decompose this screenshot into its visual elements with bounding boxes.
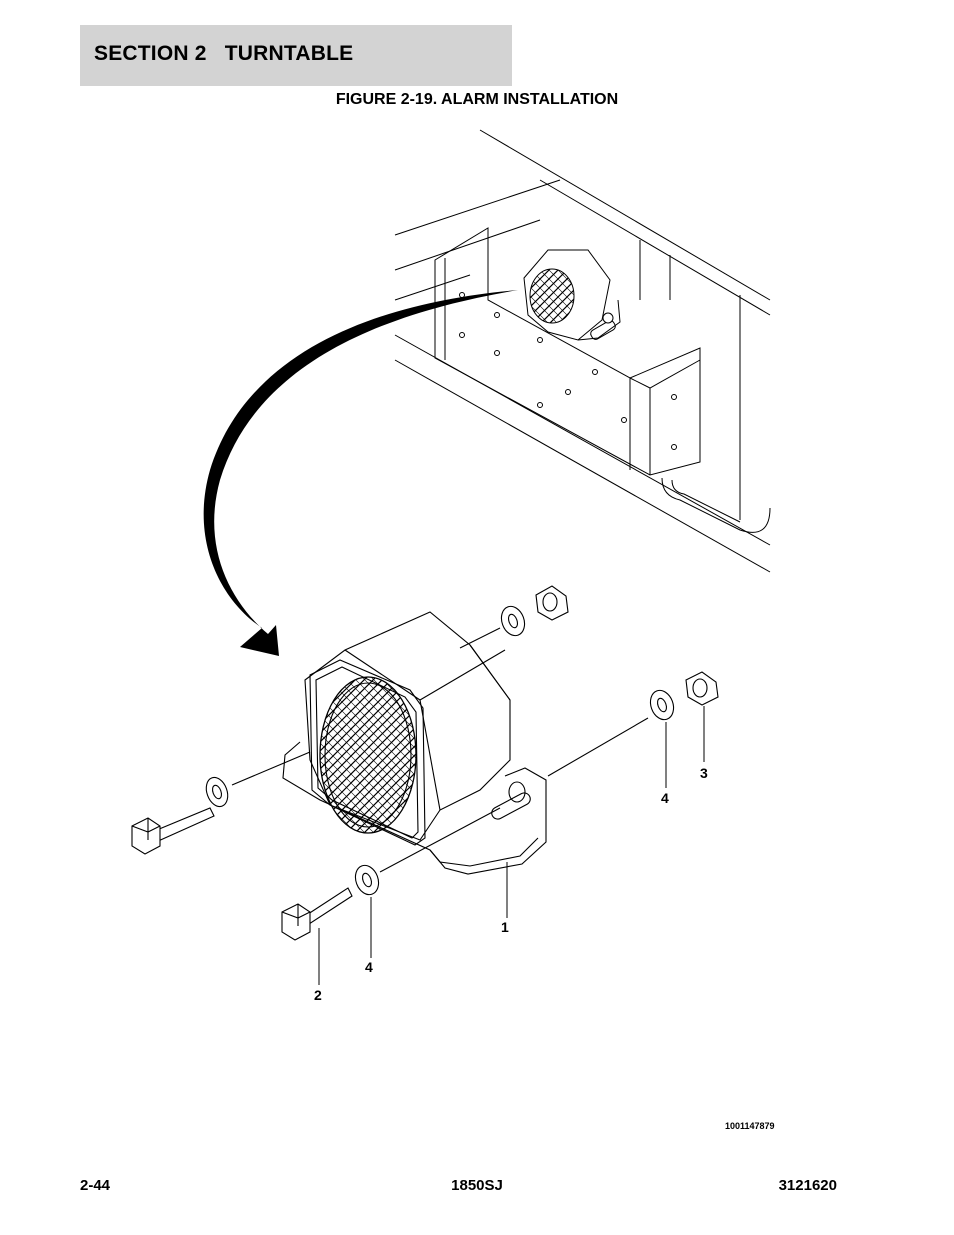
leader-lines bbox=[318, 706, 705, 985]
figure-title: FIGURE 2-19. ALARM INSTALLATION bbox=[335, 91, 619, 108]
callout-4-lower: 4 bbox=[365, 959, 373, 975]
footer-page-number: 2-44 bbox=[80, 1177, 111, 1194]
callout-4-right: 4 bbox=[661, 790, 669, 806]
frame-view bbox=[394, 129, 771, 573]
footer-manual-number: 3121620 bbox=[778, 1177, 837, 1194]
curved-arrow bbox=[203, 290, 518, 656]
footer-model: 1850SJ bbox=[451, 1177, 503, 1194]
section-title: SECTION 2 TURNTABLE bbox=[94, 42, 354, 65]
alarm-assembly bbox=[282, 611, 547, 875]
callout-2: 2 bbox=[314, 987, 322, 1003]
hardware bbox=[131, 585, 719, 941]
drawing-number: 1001147879 bbox=[725, 1121, 775, 1131]
callout-1: 1 bbox=[501, 919, 509, 935]
section-header: SECTION 2 TURNTABLE bbox=[80, 25, 512, 86]
callout-3: 3 bbox=[700, 765, 708, 781]
